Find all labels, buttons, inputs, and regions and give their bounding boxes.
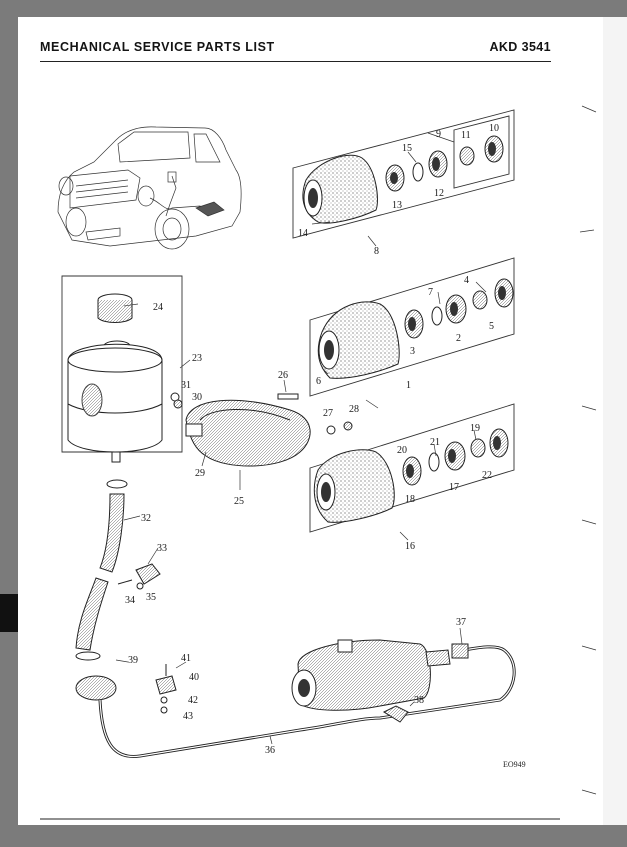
callout-12: 12 bbox=[434, 188, 444, 199]
callout-16: 16 bbox=[405, 541, 415, 552]
callout-13: 13 bbox=[392, 200, 402, 211]
mounting-strap bbox=[170, 392, 353, 467]
callout-9: 9 bbox=[436, 129, 441, 140]
page-edge-marks bbox=[579, 105, 597, 795]
callout-26: 26 bbox=[278, 370, 288, 381]
callout-17: 17 bbox=[449, 482, 459, 493]
callout-43: 43 bbox=[183, 711, 193, 722]
page-edge-strip bbox=[603, 17, 627, 825]
master-cylinder bbox=[291, 639, 469, 723]
callout-35: 35 bbox=[146, 592, 156, 603]
callout-28: 28 bbox=[349, 404, 359, 415]
figure-reference: EO949 bbox=[503, 760, 526, 769]
exploded-parts-diagram: 1 2 3 4 5 6 7 8 9 10 11 12 13 14 15 16 1… bbox=[40, 105, 597, 820]
callout-42: 42 bbox=[188, 695, 198, 706]
callout-37: 37 bbox=[456, 617, 466, 628]
callout-36: 36 bbox=[265, 745, 275, 756]
repair-kit-box-8 bbox=[292, 109, 515, 239]
callout-32: 32 bbox=[141, 513, 151, 524]
hose-and-fittings bbox=[75, 479, 177, 714]
callout-numbers: 1 2 3 4 5 6 7 8 9 10 11 12 13 14 15 16 1… bbox=[125, 123, 526, 769]
callout-21: 21 bbox=[430, 437, 440, 448]
callout-38: 38 bbox=[414, 695, 424, 706]
callout-10: 10 bbox=[489, 123, 499, 134]
callout-2: 2 bbox=[456, 333, 461, 344]
page-title: MECHANICAL SERVICE PARTS LIST bbox=[40, 40, 275, 54]
callout-18: 18 bbox=[405, 494, 415, 505]
repair-kit-box-1 bbox=[309, 257, 515, 397]
callout-27: 27 bbox=[323, 408, 333, 419]
callout-3: 3 bbox=[410, 346, 415, 357]
callout-41: 41 bbox=[181, 653, 191, 664]
callout-11: 11 bbox=[461, 130, 471, 141]
callout-6: 6 bbox=[316, 376, 321, 387]
callout-30: 30 bbox=[192, 392, 202, 403]
callout-7: 7 bbox=[428, 287, 433, 298]
callout-19: 19 bbox=[470, 423, 480, 434]
callout-29: 29 bbox=[195, 468, 205, 479]
header-rule bbox=[40, 61, 551, 62]
callout-23: 23 bbox=[192, 353, 202, 364]
callout-40: 40 bbox=[189, 672, 199, 683]
callout-20: 20 bbox=[397, 445, 407, 456]
callout-4: 4 bbox=[464, 275, 469, 286]
part-list-code: AKD 3541 bbox=[489, 40, 551, 54]
section-tab-marker bbox=[0, 594, 18, 632]
callout-25: 25 bbox=[234, 496, 244, 507]
leader-lines bbox=[115, 132, 487, 745]
callout-24: 24 bbox=[153, 302, 163, 313]
callout-5: 5 bbox=[489, 321, 494, 332]
callout-15: 15 bbox=[402, 143, 412, 154]
callout-14: 14 bbox=[298, 228, 308, 239]
catalogue-page: MECHANICAL SERVICE PARTS LIST AKD 3541 bbox=[18, 17, 603, 825]
car-illustration bbox=[57, 126, 242, 250]
repair-kit-box-16 bbox=[309, 403, 515, 533]
callout-8: 8 bbox=[374, 246, 379, 257]
callout-33: 33 bbox=[157, 543, 167, 554]
callout-31: 31 bbox=[181, 380, 191, 391]
callout-22: 22 bbox=[482, 470, 492, 481]
callout-34: 34 bbox=[125, 595, 135, 606]
reservoir-assembly bbox=[61, 275, 183, 463]
callout-1: 1 bbox=[406, 380, 411, 391]
callout-39: 39 bbox=[128, 655, 138, 666]
